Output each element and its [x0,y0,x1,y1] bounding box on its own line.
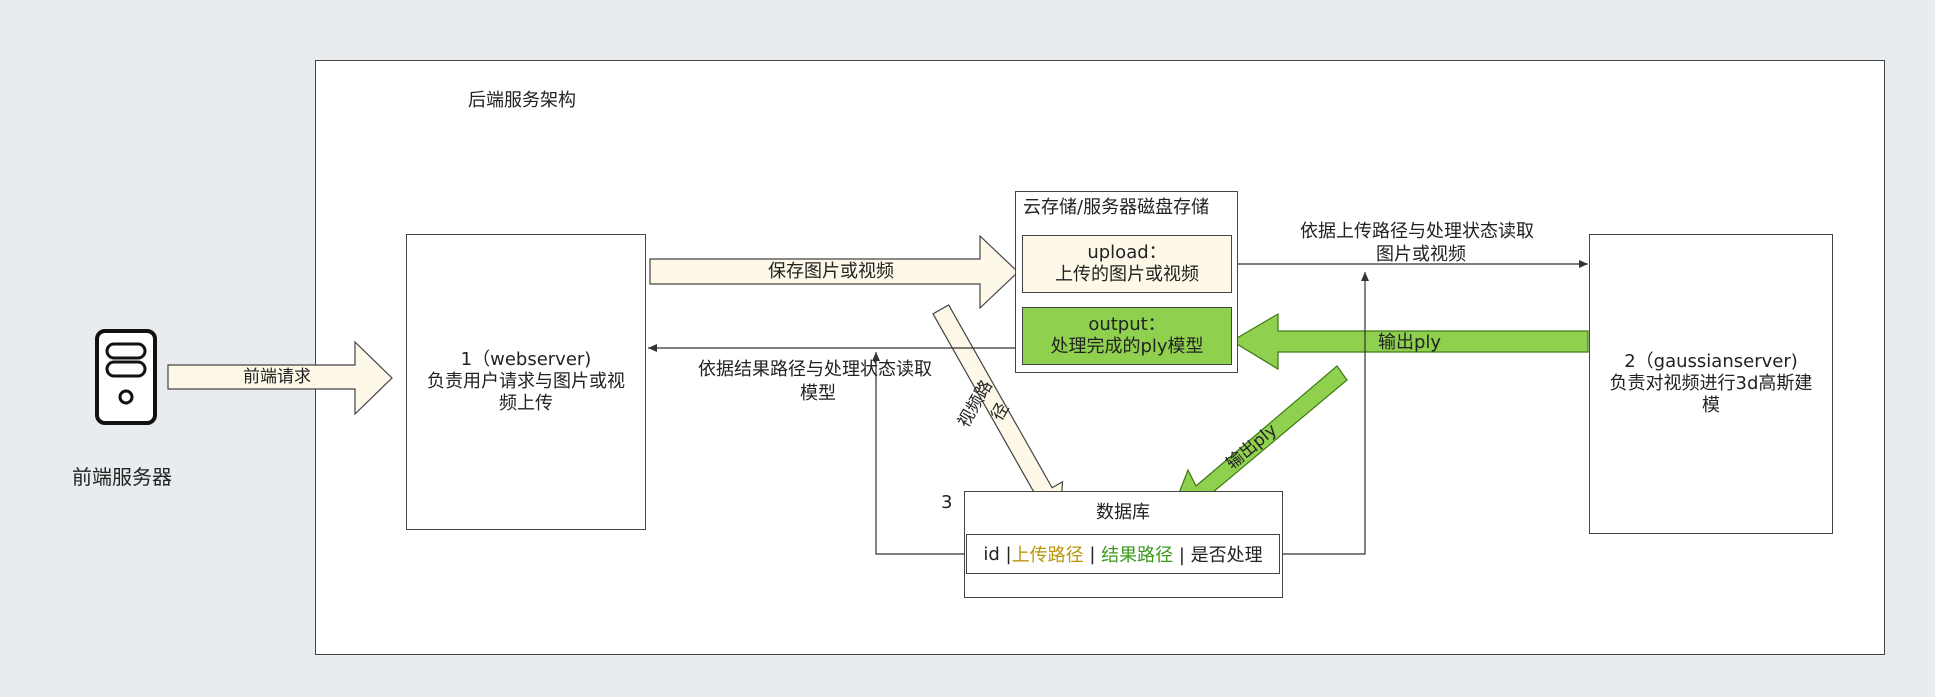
database-number: 3 [941,492,953,513]
read-result-label-2: 模型 [800,383,836,404]
frontend-request-label: 前端请求 [243,367,311,387]
webserver-desc-1: 负责用户请求与图片或视 [427,371,625,392]
webserver-box: 1（webserver) 负责用户请求与图片或视 频上传 [406,234,646,530]
database-title: 数据库 [1096,502,1150,523]
output-ply-arrow [1230,312,1589,371]
webserver-name: 1（webserver) [460,349,592,370]
field-separator: | [1083,543,1102,565]
frontend-request-arrow [167,340,393,416]
save-arrow-label: 保存图片或视频 [768,261,894,282]
database-schema-row: id | 上传路径 | 结果路径 | 是否处理 [966,534,1280,574]
output-label: output： [1088,314,1166,335]
read-upload-label-2: 图片或视频 [1376,244,1466,265]
field-result-path: 结果路径 [1101,545,1174,566]
backend-title: 后端服务架构 [468,90,576,111]
frontend-server-label: 前端服务器 [72,465,172,489]
webserver-desc-2: 频上传 [499,393,553,414]
field-processed: | 是否处理 [1173,545,1263,566]
output-desc: 处理完成的ply模型 [1050,336,1204,357]
output-ply-label: 输出ply [1378,332,1442,353]
gaussianserver-box: 2（gaussianserver) 负责对视频进行3d高斯建 模 [1589,234,1833,534]
field-id: id | [983,543,1012,565]
server-icon [95,329,157,425]
save-arrow [649,234,1019,310]
output-folder: output： 处理完成的ply模型 [1022,307,1232,365]
read-upload-label-1: 依据上传路径与处理状态读取 [1300,221,1534,242]
gaussianserver-name: 2（gaussianserver) [1624,351,1798,372]
read-result-label-1: 依据结果路径与处理状态读取 [698,359,932,380]
upload-desc: 上传的图片或视频 [1055,264,1199,285]
gaussianserver-desc-2: 模 [1702,395,1720,416]
gaussianserver-desc-1: 负责对视频进行3d高斯建 [1609,373,1813,394]
storage-title: 云存储/服务器磁盘存储 [1023,197,1210,218]
field-upload-path: 上传路径 [1011,545,1084,566]
upload-label: upload： [1087,242,1167,263]
upload-folder: upload： 上传的图片或视频 [1022,235,1232,293]
